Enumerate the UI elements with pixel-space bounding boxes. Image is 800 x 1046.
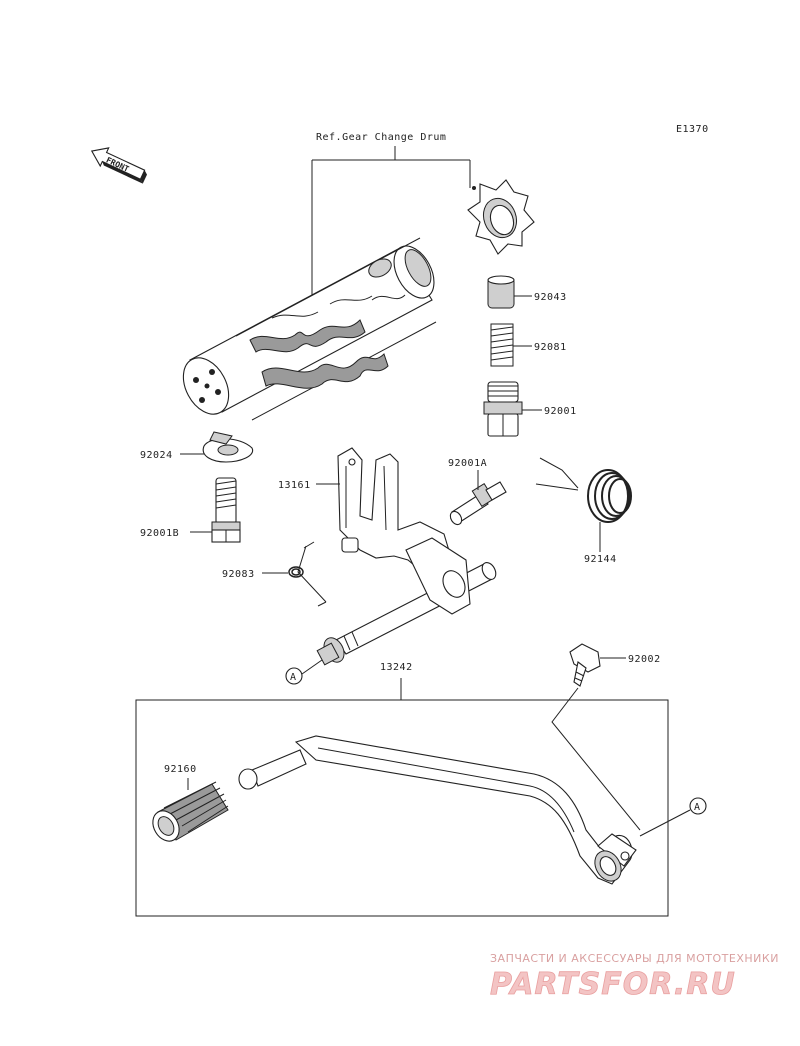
lock-washer-92024: [180, 431, 254, 463]
marker-a-upper-text: A: [290, 672, 297, 683]
marker-a-lower-text: A: [694, 802, 701, 813]
label-92083: 92083: [222, 569, 255, 580]
spring-92081: [490, 323, 532, 367]
gear-change-pedal: [238, 735, 637, 885]
label-92081: 92081: [534, 342, 567, 353]
pin-92043: [487, 275, 532, 309]
ref-bracket: [311, 146, 471, 300]
label-92001a: 92001A: [448, 458, 487, 469]
label-92144: 92144: [584, 554, 617, 565]
label-92043: 92043: [534, 292, 567, 303]
shift-shaft: [316, 537, 497, 666]
label-13242: 13242: [380, 662, 413, 673]
label-92001b: 92001B: [140, 528, 179, 539]
label-92024: 92024: [140, 450, 173, 461]
front-arrow-icon: FRONT: [90, 147, 147, 184]
diagram-code: E1370: [676, 124, 709, 135]
bolt-92001b: [190, 477, 241, 543]
label-13161: 13161: [278, 480, 311, 491]
marker-a-upper: A: [285, 659, 323, 685]
watermark-logo: PARTSFOR.RU: [490, 967, 736, 1002]
gear-change-drum: [182, 237, 437, 421]
star-plate: [467, 179, 535, 255]
marker-a-lower: A: [639, 797, 707, 837]
spring-92083: [262, 541, 327, 607]
watermark-tagline: ЗАПЧАСТИ И АКСЕССУАРЫ ДЛЯ МОТОТЕХНИКИ: [490, 952, 779, 965]
pin-92001a: [449, 470, 507, 526]
watermark: ЗАПЧАСТИ И АКСЕССУАРЫ ДЛЯ МОТОТЕХНИКИ PA…: [490, 952, 779, 1002]
label-92001: 92001: [544, 406, 577, 417]
label-92002: 92002: [628, 654, 661, 665]
rubber-grip-92160: [152, 778, 229, 842]
torsion-spring-92144: [535, 457, 632, 552]
ref-gear-change-drum-label: Ref.Gear Change Drum: [316, 132, 446, 143]
bolt-92002: [551, 643, 641, 831]
assembly-box: [135, 699, 669, 917]
plug-bolt-92001: [483, 381, 542, 437]
label-92160: 92160: [164, 764, 197, 775]
